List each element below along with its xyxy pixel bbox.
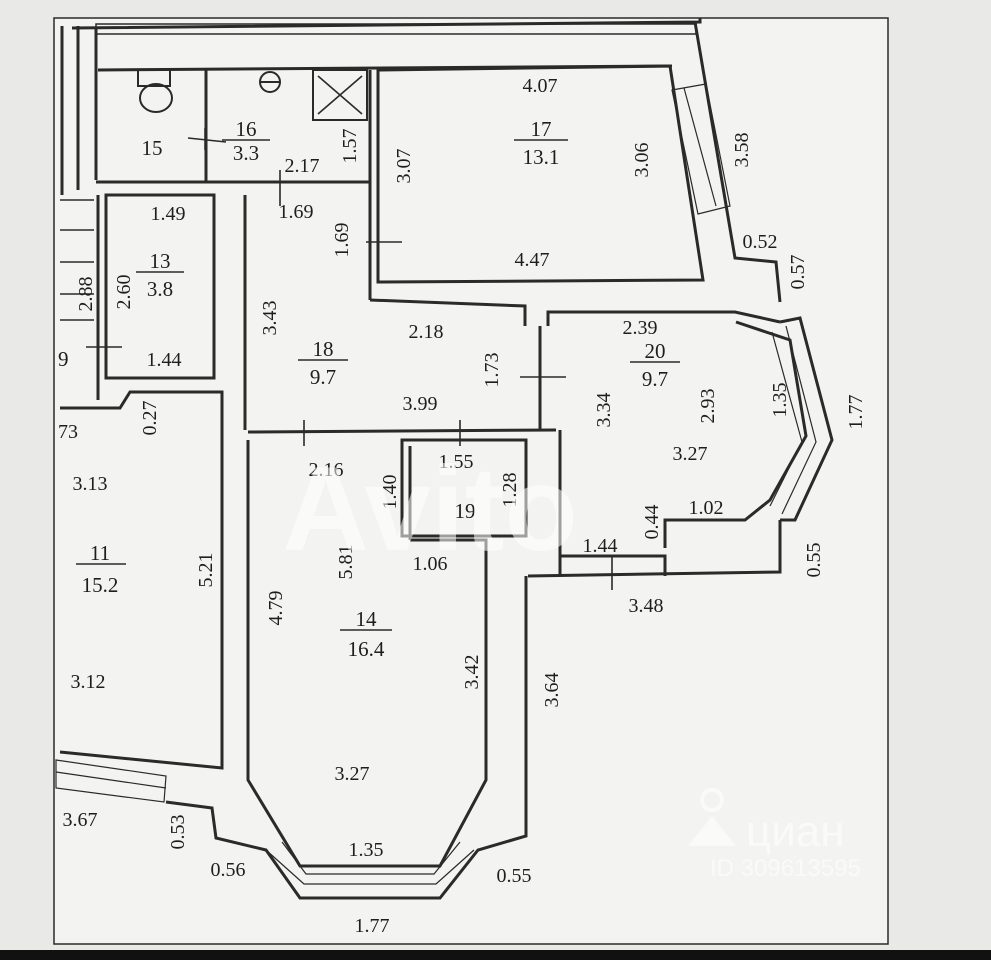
dimension-label: 1.57 bbox=[339, 129, 361, 164]
dimension-label: 2.17 bbox=[285, 155, 320, 177]
dimension-label: 1.49 bbox=[151, 203, 186, 225]
dimension-label: 1.77 bbox=[355, 915, 390, 937]
dimension-label: 4.79 bbox=[265, 591, 287, 626]
dimension-label: 3.43 bbox=[259, 301, 281, 336]
room-15-number: 15 bbox=[142, 136, 163, 160]
dimension-label: 3.13 bbox=[73, 473, 108, 495]
dimension-label: 1.44 bbox=[147, 349, 182, 371]
dimension-label: 5.81 bbox=[335, 545, 357, 580]
room-14-area: 16.4 bbox=[348, 637, 385, 661]
dimension-label: 0.55 bbox=[497, 865, 532, 887]
room-11-area: 15.2 bbox=[82, 573, 119, 597]
avito-watermark: Avito bbox=[282, 442, 578, 576]
dimension-label: 0.52 bbox=[743, 231, 778, 253]
bathroom-fixtures bbox=[137, 69, 281, 113]
dimension-label: 3.99 bbox=[403, 393, 438, 415]
room-20-number: 20 bbox=[645, 339, 666, 363]
room-20-area: 9.7 bbox=[642, 367, 668, 391]
room-14-number: 14 bbox=[356, 607, 378, 631]
room-18-area: 9.7 bbox=[310, 365, 336, 389]
dimension-label: 3.07 bbox=[393, 149, 415, 184]
dimension-label: 0.57 bbox=[787, 255, 809, 290]
dimension-label: 3.06 bbox=[631, 143, 653, 178]
room-labels: 15 16 3.3 17 13.1 13 3.8 18 9.7 20 9.7 1… bbox=[58, 117, 680, 661]
dimension-label: 2.18 bbox=[409, 321, 444, 343]
dimension-label: 3.42 bbox=[461, 655, 483, 690]
dimension-label: 3.48 bbox=[629, 595, 664, 617]
dimension-label: 3.27 bbox=[335, 763, 370, 785]
cian-watermark: циан bbox=[746, 807, 845, 856]
dimension-label: 1.44 bbox=[583, 535, 618, 557]
dimension-label: 2.88 bbox=[75, 277, 97, 312]
toilet-tank-icon bbox=[137, 69, 171, 87]
cian-pin-icon bbox=[688, 788, 736, 846]
room-11-number: 11 bbox=[90, 541, 110, 565]
dimension-label: 1.35 bbox=[349, 839, 384, 861]
dimension-label: 1.06 bbox=[413, 553, 448, 575]
dimension-label: 1.69 bbox=[279, 201, 314, 223]
room-16-area: 3.3 bbox=[233, 141, 259, 165]
room-17-area: 13.1 bbox=[523, 145, 560, 169]
dimension-label: 1.35 bbox=[769, 383, 791, 418]
dimension-label: 73 bbox=[58, 421, 78, 443]
dimension-label: 3.58 bbox=[731, 133, 753, 168]
room-16-number: 16 bbox=[236, 117, 257, 141]
dimension-labels: 4.07 3.07 3.06 4.47 3.58 0.52 0.57 2.17 … bbox=[58, 75, 867, 937]
watermarks: Avito циан ID 309613595 bbox=[282, 442, 861, 882]
dimension-label: 0.27 bbox=[139, 401, 161, 436]
cian-id-watermark: ID 309613595 bbox=[710, 855, 861, 882]
dimension-label: 0.56 bbox=[211, 859, 246, 881]
dimension-label: 5.21 bbox=[195, 553, 217, 588]
bottom-edge bbox=[0, 950, 991, 960]
dimension-label: 2.60 bbox=[113, 275, 135, 310]
dimension-label: 1.73 bbox=[481, 353, 503, 388]
partition-ticks bbox=[86, 128, 613, 590]
dimension-label: 4.07 bbox=[523, 75, 558, 97]
dimension-label: 3.64 bbox=[541, 673, 563, 708]
dimension-label: 0.44 bbox=[641, 505, 663, 540]
dimension-label: 2.93 bbox=[697, 389, 719, 424]
toilet-bowl-icon bbox=[139, 83, 173, 113]
dimension-label: 2.16 bbox=[309, 459, 344, 481]
walls bbox=[55, 18, 834, 900]
dimension-label: 1.69 bbox=[331, 223, 353, 258]
dimension-label: 3.34 bbox=[593, 393, 615, 428]
room-13-number: 13 bbox=[150, 249, 171, 273]
dimension-label: 1.02 bbox=[689, 497, 724, 519]
dimension-label: 0.53 bbox=[167, 815, 189, 850]
dimension-label: 1.77 bbox=[845, 395, 867, 430]
plan-frame bbox=[53, 17, 889, 945]
dimension-label: 3.27 bbox=[673, 443, 708, 465]
room-18-number: 18 bbox=[313, 337, 334, 361]
dimension-label: 1.55 bbox=[439, 451, 474, 473]
room-19-number: 19 bbox=[455, 499, 476, 523]
dimension-label: 1.40 bbox=[379, 475, 401, 510]
room-9-number: 9 bbox=[58, 347, 69, 371]
dimension-label: 2.39 bbox=[623, 317, 658, 339]
dimension-label: 1.28 bbox=[499, 473, 521, 508]
dimension-label: 0.55 bbox=[803, 543, 825, 578]
room-13-area: 3.8 bbox=[147, 277, 173, 301]
dimension-label: 4.47 bbox=[515, 249, 550, 271]
dimension-label: 3.12 bbox=[71, 671, 106, 693]
dimension-label: 3.67 bbox=[63, 809, 98, 831]
room-17-number: 17 bbox=[531, 117, 552, 141]
